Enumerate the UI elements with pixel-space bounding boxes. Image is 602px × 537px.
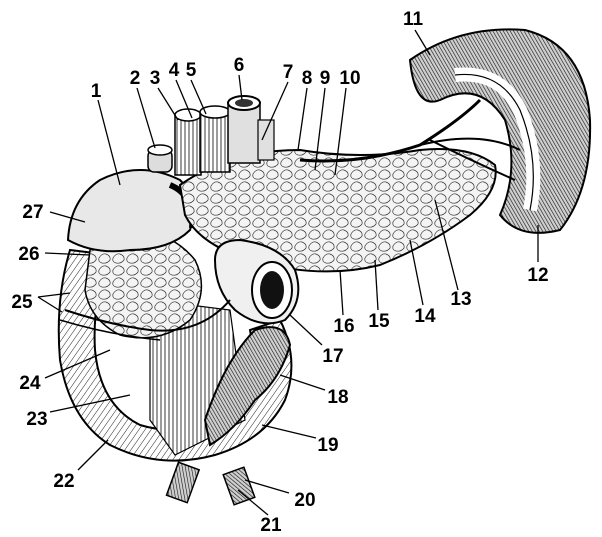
label-5: 5	[186, 60, 197, 81]
label-15: 15	[368, 311, 390, 332]
label-19: 19	[317, 435, 338, 456]
label-25: 25	[11, 292, 33, 313]
label-11: 11	[403, 9, 424, 30]
label-20: 20	[294, 490, 315, 511]
inferior-vessels	[165, 461, 256, 506]
label-14: 14	[414, 306, 436, 327]
label-17: 17	[322, 346, 343, 367]
label-12: 12	[527, 265, 548, 286]
cut-vessel	[213, 238, 300, 325]
label-10: 10	[339, 68, 360, 89]
label-9: 9	[320, 68, 331, 89]
label-22: 22	[53, 471, 74, 492]
label-6: 6	[234, 55, 245, 76]
leader-lines	[37, 29, 539, 516]
number-labels: 1 2 3 4 5 6 7 8 9 10 11 12 13 14 15 16 1…	[11, 9, 548, 536]
spleen	[408, 28, 592, 234]
label-8: 8	[302, 68, 313, 89]
splenic-vessels	[299, 98, 521, 181]
label-27: 27	[22, 202, 43, 223]
label-18: 18	[327, 387, 348, 408]
label-24: 24	[19, 373, 41, 394]
label-13: 13	[450, 289, 471, 310]
label-23: 23	[26, 409, 47, 430]
label-7: 7	[283, 62, 294, 83]
label-2: 2	[130, 68, 141, 89]
vessel-trunks	[147, 95, 275, 176]
label-26: 26	[18, 244, 39, 265]
label-1: 1	[91, 81, 102, 102]
label-4: 4	[169, 60, 180, 81]
jejunum-loop	[203, 326, 292, 447]
label-21: 21	[260, 515, 282, 536]
duodenal-bulb	[66, 169, 196, 253]
label-16: 16	[333, 316, 354, 337]
ducts	[59, 299, 231, 341]
label-3: 3	[150, 68, 161, 89]
